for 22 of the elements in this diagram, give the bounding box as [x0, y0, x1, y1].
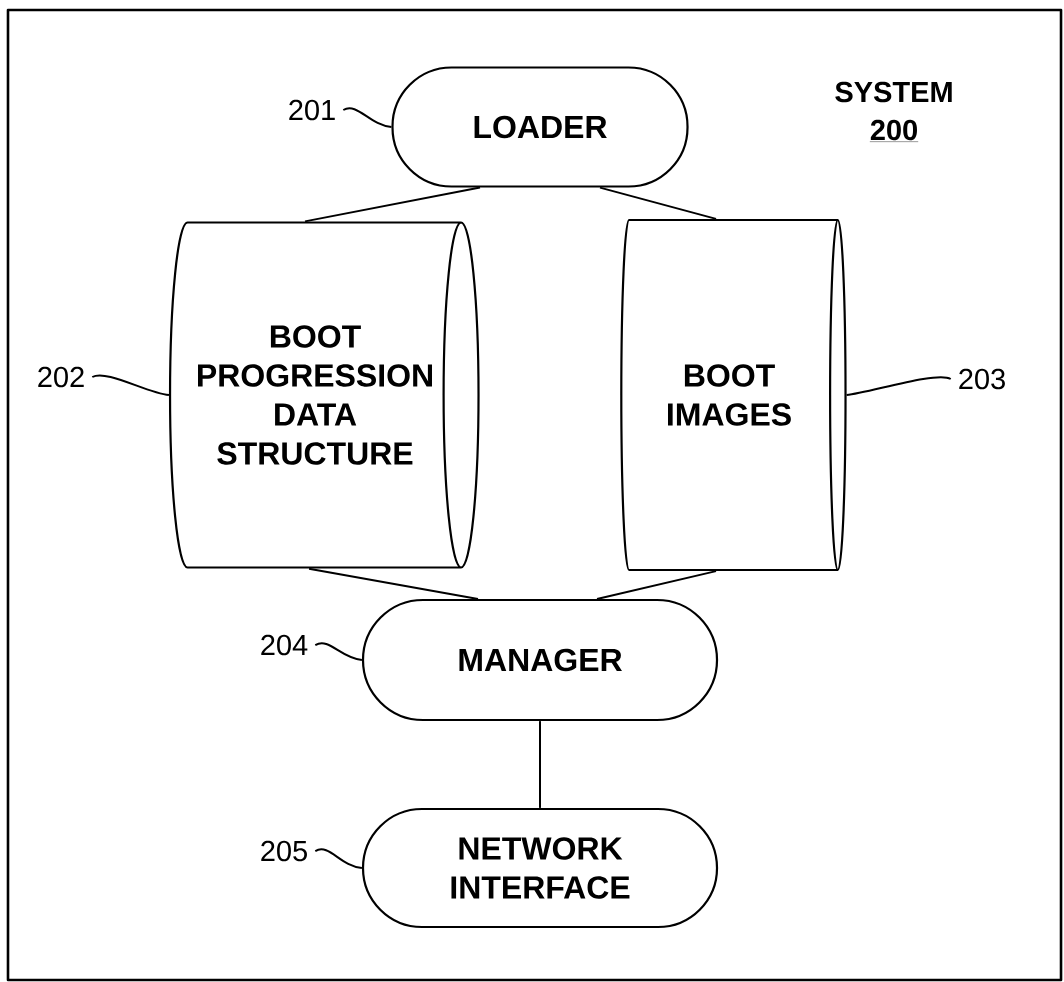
storage-cylinder: BOOT IMAGES [620, 218, 847, 572]
connector-line [308, 567, 479, 600]
storage-cylinder: BOOT PROGRESSION DATA STRUCTURE [168, 221, 480, 569]
callout-number: 201 [289, 99, 335, 121]
connector-line [304, 186, 481, 223]
callout-number: 205 [261, 840, 307, 862]
connector-line [539, 720, 541, 809]
figure-title: SYSTEM [835, 81, 952, 103]
leader-line [314, 848, 363, 869]
callout-number: 204 [261, 634, 308, 656]
figure-number: 200 [869, 119, 919, 142]
leader-line [91, 374, 170, 396]
leader-line [845, 376, 952, 396]
connector-line [596, 570, 718, 600]
connector-line [599, 186, 718, 220]
callout-number: 202 [38, 366, 84, 388]
leader-line [314, 642, 363, 661]
leader-line [342, 107, 393, 128]
process-box: LOADER [391, 66, 689, 188]
process-box: NETWORK INTERFACE [361, 807, 719, 929]
process-box: MANAGER [361, 598, 719, 722]
callout-number: 203 [959, 368, 1005, 390]
